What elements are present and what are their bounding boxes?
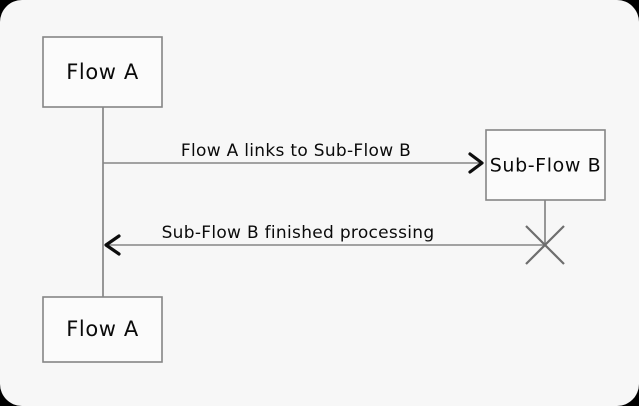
message-flow-a-links-to-sub-flow-b[interactable]: Flow A links to Sub-Flow B	[103, 141, 484, 174]
node-label-flow-a-bottom: Flow A	[66, 317, 139, 341]
node-label-flow-a-top: Flow A	[66, 60, 139, 84]
node-rect	[485, 129, 606, 201]
participant-box-flow-a-top[interactable]: Flow A	[42, 36, 163, 108]
message-sub-flow-b-finished-processing[interactable]: Sub-Flow B finished processing	[104, 223, 545, 256]
lifeline-destroy-x-icon	[525, 225, 565, 265]
participant-box-sub-flow-b[interactable]: Sub-Flow B	[485, 129, 606, 201]
arrow-head-right-icon	[468, 152, 484, 174]
message-label-return: Sub-Flow B finished processing	[162, 223, 435, 243]
node-label-sub-flow-b: Sub-Flow B	[490, 155, 601, 177]
node-rect	[42, 36, 163, 108]
message-label-forward: Flow A links to Sub-Flow B	[181, 141, 411, 161]
node-rect	[42, 296, 163, 363]
participant-box-flow-a-bottom[interactable]: Flow A	[42, 296, 163, 363]
arrow-head-left-icon	[104, 234, 121, 256]
